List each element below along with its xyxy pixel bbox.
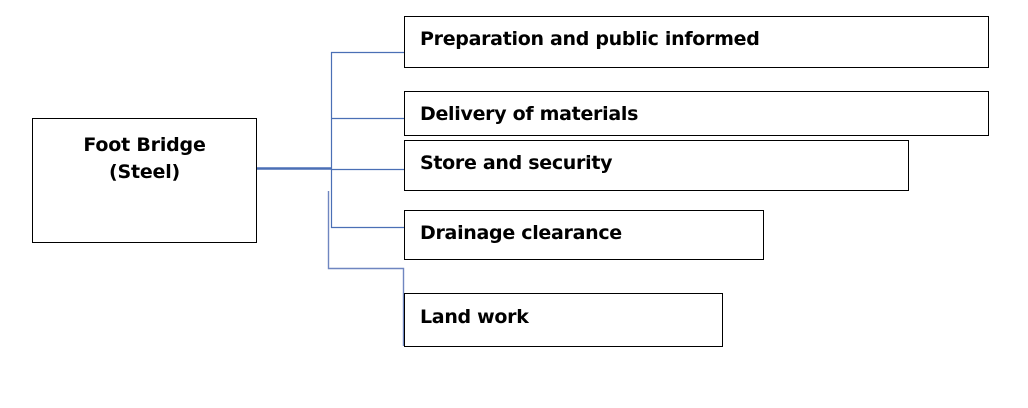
root-node-foot-bridge: Foot Bridge (Steel)	[32, 118, 257, 243]
task-node-store-security: Store and security	[404, 140, 909, 191]
task-node-drainage: Drainage clearance	[404, 210, 764, 260]
root-title: Foot Bridge	[83, 134, 206, 156]
task-node-delivery: Delivery of materials	[404, 91, 989, 136]
branch-connector-land-work	[327, 191, 405, 346]
task-label: Store and security	[420, 152, 613, 174]
task-node-land-work: Land work	[404, 293, 723, 347]
task-label: Drainage clearance	[420, 222, 622, 244]
root-subtitle: (Steel)	[108, 161, 181, 183]
task-label: Delivery of materials	[420, 103, 639, 125]
task-label: Land work	[420, 306, 529, 328]
task-node-preparation: Preparation and public informed	[404, 16, 989, 68]
task-label: Preparation and public informed	[420, 28, 760, 50]
